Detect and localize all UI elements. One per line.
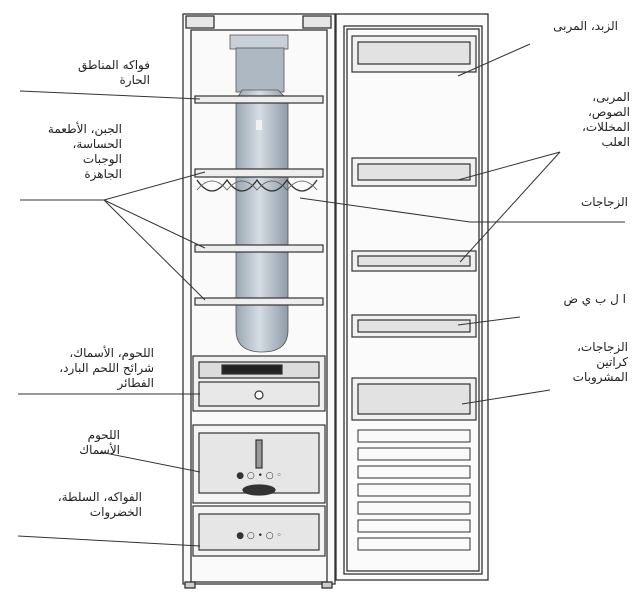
fridge-shelves xyxy=(194,95,324,306)
svg-text:● ○ • ○ ◦: ● ○ • ○ ◦ xyxy=(236,531,282,541)
door-slats xyxy=(357,429,471,551)
svg-text:● ○ • ○ ◦: ● ○ • ○ ◦ xyxy=(236,471,282,481)
label-jars: الزجاجات xyxy=(580,195,628,209)
label-meat-cold-cuts: اللحوم، الأسماك، شرائح اللحم البارد، الف… xyxy=(59,346,154,390)
label-fruit-vegetables: الفواكه، السلطة، الخضروات xyxy=(57,490,142,519)
air-duct xyxy=(229,34,289,353)
label-jam-sauces-pickles: المربى، الصوص، المخللات، العلب xyxy=(582,90,630,149)
crisper-drawers: ● ○ • ○ ◦ ● ○ • ○ ◦ xyxy=(192,424,326,557)
label-eggs: ا ل ب ي ض xyxy=(563,292,626,306)
leader-lines xyxy=(17,43,625,547)
bottle-rack xyxy=(196,178,318,192)
label-cheese-ready-meals: الجبن، الأطعمة الحساسة، الوجبات الجاهزة xyxy=(47,122,122,181)
door-bins xyxy=(351,35,477,421)
label-butter-jam: الزبد، المربى xyxy=(553,19,618,33)
chiller-drawer xyxy=(192,355,326,412)
label-tropical-fruit: فواكه المناطق الحارة xyxy=(78,58,150,87)
label-meat-fish: اللحوم الأسماك xyxy=(79,428,120,457)
label-bottles-cartons: الزجاجات، كراتين المشروبات xyxy=(572,340,628,384)
